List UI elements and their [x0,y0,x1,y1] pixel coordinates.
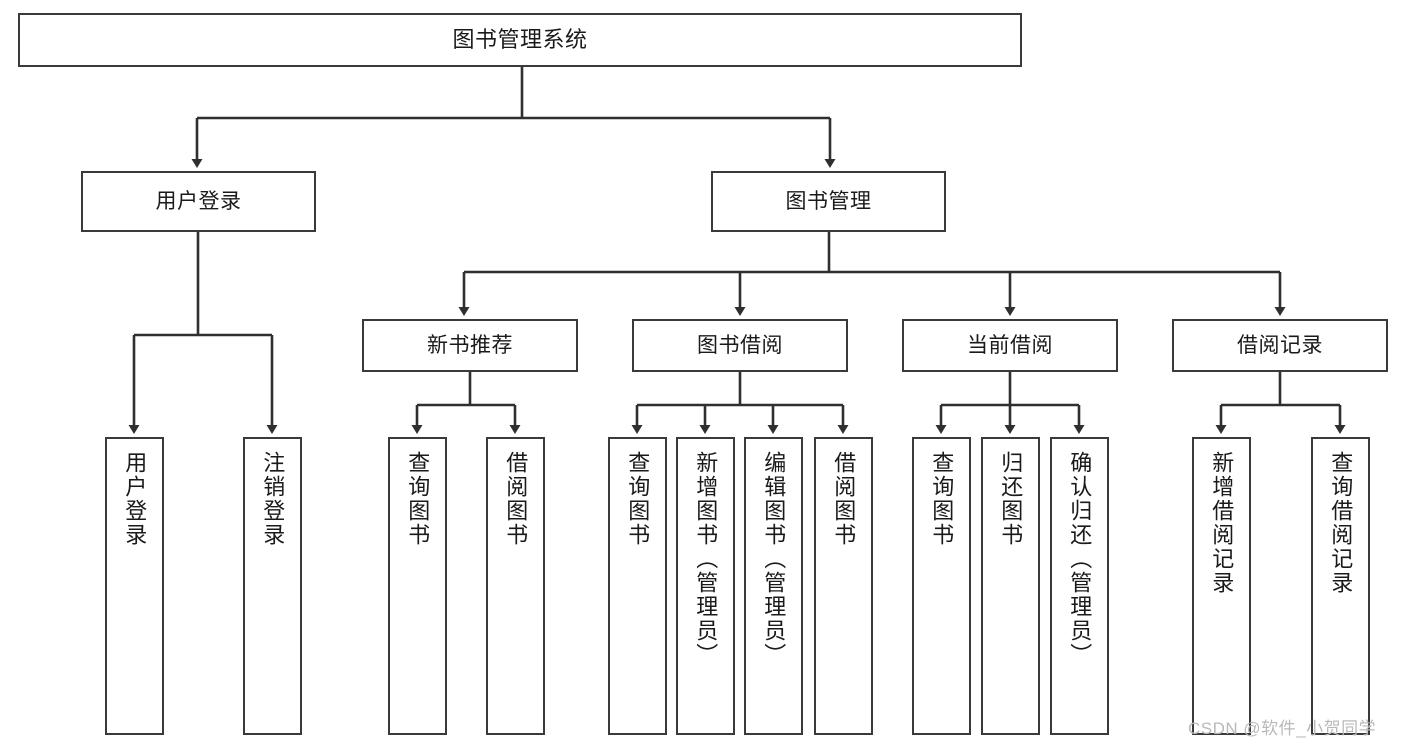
node-label: 用户登录 [122,451,148,547]
node-label: 查询借阅记录 [1328,451,1354,595]
leaf-record-query-record[interactable]: 查询借阅记录 [1311,437,1370,735]
node-book-borrowing[interactable]: 图书借阅 [632,319,848,372]
leaf-borrow-query-book[interactable]: 查询图书 [608,437,667,735]
node-root-book-management-system[interactable]: 图书管理系统 [18,13,1022,67]
node-label: 归还图书 [998,451,1024,547]
leaf-record-add-record[interactable]: 新增借阅记录 [1192,437,1251,735]
node-label: 注销登录 [260,451,286,547]
node-user-login[interactable]: 用户登录 [81,171,316,232]
node-label: 新增借阅记录 [1209,451,1235,595]
leaf-borrow-add-book-admin[interactable]: 新增图书（管理员） [676,437,735,735]
node-label: 新书推荐 [427,333,513,357]
leaf-borrow-borrow-book[interactable]: 借阅图书 [814,437,873,735]
leaf-user-login-logout[interactable]: 注销登录 [243,437,302,735]
node-label: 查询图书 [625,451,651,547]
leaf-borrow-edit-book-admin[interactable]: 编辑图书（管理员） [744,437,803,735]
leaf-current-query-book[interactable]: 查询图书 [912,437,971,735]
leaf-user-login-login[interactable]: 用户登录 [105,437,164,735]
node-new-book-recommendation[interactable]: 新书推荐 [362,319,578,372]
node-current-borrowing[interactable]: 当前借阅 [902,319,1118,372]
node-label: 借阅记录 [1237,333,1323,357]
node-label: 图书管理 [785,189,872,213]
node-label: 编辑图书（管理员） [761,451,787,667]
csdn-watermark: CSDN @软件_小贺同学 [1188,719,1377,738]
node-label: 新增图书（管理员） [693,451,719,667]
leaf-current-confirm-return-admin[interactable]: 确认归还（管理员） [1050,437,1109,735]
node-label: 查询图书 [929,451,955,547]
node-label: 用户登录 [155,189,242,213]
node-label: 借阅图书 [831,451,857,547]
leaf-current-return-book[interactable]: 归还图书 [981,437,1040,735]
node-label: 查询图书 [405,451,431,547]
node-label: 确认归还（管理员） [1067,451,1093,667]
node-borrowing-records[interactable]: 借阅记录 [1172,319,1388,372]
node-label: 图书管理系统 [452,26,588,52]
node-label: 借阅图书 [503,451,529,547]
leaf-recommend-query-book[interactable]: 查询图书 [388,437,447,735]
node-label: 图书借阅 [697,333,783,357]
leaf-recommend-borrow-book[interactable]: 借阅图书 [486,437,545,735]
node-book-management[interactable]: 图书管理 [711,171,946,232]
node-label: 当前借阅 [967,333,1053,357]
